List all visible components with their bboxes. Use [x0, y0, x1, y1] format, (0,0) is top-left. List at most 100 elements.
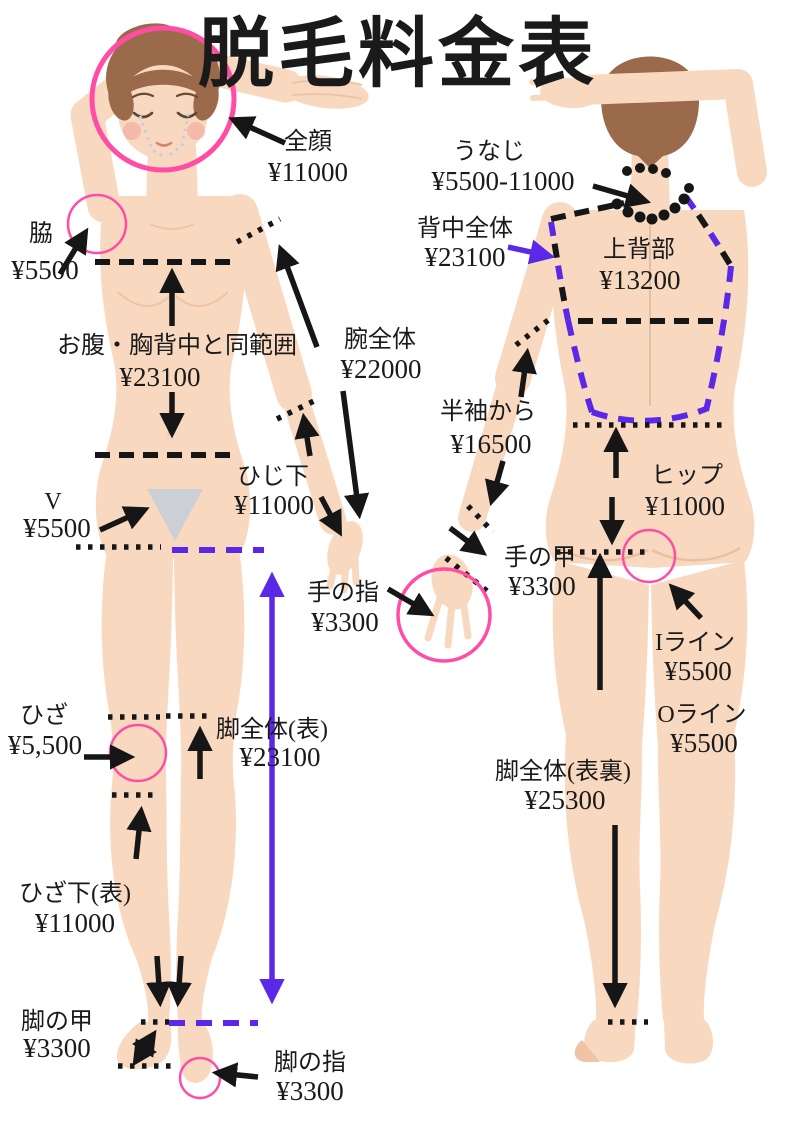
arrow-ude-down — [340, 390, 370, 520]
front-raised-hand — [281, 75, 369, 109]
label-unaji-price: ¥5500-11000 — [432, 166, 575, 196]
back-wrist-dotted-lower — [444, 555, 494, 598]
back-raised-arm — [567, 69, 767, 187]
label-oline-price: ¥5500 — [670, 728, 738, 758]
armpit-circle — [66, 193, 128, 255]
front-raised-hand-fingers — [291, 78, 363, 100]
front-figure-illustration — [70, 23, 369, 1083]
label-tenokou-name: 手の甲 — [504, 544, 576, 571]
front-neck — [146, 145, 198, 205]
label-hijishita-name: ひじ下 — [237, 464, 309, 490]
arrow-waki — [57, 227, 89, 276]
back-left-foot — [584, 1020, 636, 1063]
front-face — [118, 65, 208, 159]
purple-dashed-lines — [169, 265, 734, 1026]
arrow-foot-double — [132, 1029, 157, 1067]
hand-circle — [396, 567, 492, 663]
arrow-hansode-down — [484, 460, 510, 507]
label-hansode-price: ¥16500 — [451, 429, 532, 459]
label-hiza-price: ¥5,500 — [8, 730, 82, 760]
arrow-ashinoyubi — [211, 1062, 259, 1088]
label-zengan-name: 全顔 — [284, 128, 332, 155]
front-eyebrows — [131, 92, 199, 99]
front-left-leg — [101, 556, 173, 1022]
pink-circles — [66, 25, 677, 1100]
label-hijishita-price: ¥11000 — [234, 490, 314, 520]
nape-dots — [611, 163, 694, 225]
label-hiza-name: ひざ — [20, 701, 68, 729]
front-upper-arm-dotted — [235, 216, 282, 245]
label-ude-name: 腕全体 — [344, 326, 416, 353]
label-ashizentai-omote-name: 脚全体(表) — [216, 716, 328, 743]
label-unaji-name: うなじ — [453, 139, 525, 165]
back-left-leg — [552, 560, 649, 1020]
arrow-hansode-up — [511, 347, 537, 398]
back-left-heel — [574, 1040, 600, 1062]
front-face-dotted-marks — [138, 113, 190, 160]
arrow-zengan — [228, 116, 287, 146]
arrow-hizashita-up — [126, 805, 152, 860]
label-ashizentai-omote-price: ¥23100 — [240, 742, 321, 772]
purple-arrows — [259, 239, 556, 1005]
label-ashinoyubi-price: ¥3300 — [276, 1076, 344, 1106]
label-oline-name: Oライン — [657, 702, 746, 728]
arrow-iline — [668, 583, 704, 620]
label-onaka-price: ¥23100 — [120, 362, 201, 392]
front-hand-fingers — [326, 554, 360, 594]
black-arrows — [57, 116, 704, 1088]
label-onaka-name: お腹・胸背中と同範囲 — [57, 332, 297, 359]
label-vline-price: ¥5500 — [23, 513, 91, 543]
back-outline-left-purple — [548, 221, 571, 321]
buttock-circle — [621, 528, 677, 584]
back-shoulder-dotted — [514, 315, 553, 348]
arrow-unaji — [592, 183, 652, 208]
back-hanging-forearm — [458, 364, 527, 532]
arrow-senaka — [507, 239, 556, 265]
label-senaka-name: 背中全体 — [417, 215, 513, 242]
back-right-foot — [664, 1020, 714, 1064]
label-ude-price: ¥22000 — [341, 354, 422, 384]
label-zengan-price: ¥11000 — [268, 157, 348, 187]
front-elbow-dotted — [275, 397, 318, 422]
label-tenoyubi-name: 手の指 — [307, 579, 379, 606]
label-ashinokou-name: 脚の甲 — [21, 1008, 93, 1035]
knee-circle — [108, 723, 168, 783]
front-torso — [95, 196, 251, 558]
label-iline-name: Iライン — [655, 630, 735, 656]
label-waki-price: ¥5500 — [11, 255, 79, 285]
labels: 脱毛料金表 全顔 ¥11000 うなじ ¥5500-11000 脇 ¥5500 … — [8, 13, 747, 1106]
label-hip-price: ¥11000 — [645, 491, 725, 521]
arrow-vline — [98, 506, 150, 533]
arrow-hijishita — [318, 495, 342, 537]
back-outline-topright-purple — [683, 195, 734, 268]
label-waki-name: 脇 — [29, 220, 53, 247]
back-outline-left-lower — [565, 319, 595, 413]
label-senaka-price: ¥23100 — [425, 242, 506, 272]
label-ashizentai-omoteura-name: 脚全体(表裏) — [495, 758, 631, 785]
label-hizashita-name: ひざ下(表) — [19, 879, 131, 907]
label-jouhaibu-name: 上背部 — [603, 236, 675, 263]
back-outline-bottom — [590, 406, 708, 424]
front-right-leg — [174, 556, 245, 1022]
front-blush-left — [123, 122, 141, 140]
label-hizashita-price: ¥11000 — [35, 908, 115, 938]
arrow-front-ankle-1 — [146, 955, 172, 1008]
back-right-leg — [651, 560, 748, 1020]
label-ashizentai-omoteura-price: ¥25300 — [525, 785, 606, 815]
label-hansode-name: 半袖から — [440, 398, 536, 425]
front-closed-eyes — [132, 111, 198, 119]
front-body-contours — [117, 223, 229, 437]
back-raised-hand-fingers — [529, 79, 560, 101]
arrow-tenokou — [448, 525, 488, 556]
label-ashinoyubi-name: 脚の指 — [274, 1049, 346, 1076]
label-ashinokou-price: ¥3300 — [23, 1033, 91, 1063]
arrow-elbow-up — [294, 412, 320, 457]
arrow-front-ankle-2 — [166, 955, 192, 1008]
v-zone-triangle — [147, 489, 203, 541]
front-right-foot — [177, 1022, 213, 1083]
back-outline-topright-black — [683, 195, 734, 268]
label-tenoyubi-price: ¥3300 — [311, 607, 379, 637]
arrow-ude-up — [275, 244, 320, 348]
